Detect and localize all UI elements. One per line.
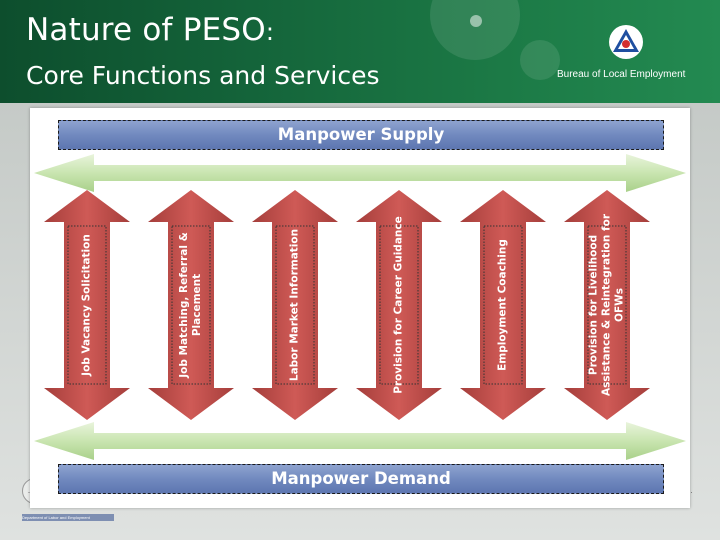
function-label: Employment Coaching [496,239,509,371]
header-banner: Nature of PESO: Core Functions and Servi… [0,0,720,103]
function-arrow: Job Vacancy Solicitation [44,190,130,420]
double-arrow-top [34,154,686,192]
page-title: Nature of PESO: [26,12,274,48]
function-label: Provision for Career Guidance [392,216,405,394]
function-arrow: Provision for Career Guidance [356,190,442,420]
diagram-panel: Manpower Supply Job Vacancy Solicitation… [30,108,690,508]
function-arrow: Provision for Livelihood Assistance & Re… [564,190,650,420]
decorative-glow [520,40,560,80]
decorative-glow [430,0,520,60]
function-label: Provision for Livelihood Assistance & Re… [587,214,626,396]
function-arrow: Labor Market Information [252,190,338,420]
manpower-demand-bar: Manpower Demand [58,464,664,494]
footer-org-bar: Department of Labor and Employment [22,514,114,521]
double-arrow-bottom [34,422,686,460]
function-arrow: Job Matching, Referral & Placement [148,190,234,420]
page-title-text: Nature of PESO [26,12,266,48]
bureau-label: Bureau of Local Employment [557,69,686,80]
function-label: Labor Market Information [288,228,301,382]
dole-logo-icon [609,25,643,59]
decorative-glow [470,15,482,27]
manpower-supply-bar: Manpower Supply [58,120,664,150]
function-arrow: Employment Coaching [460,190,546,420]
function-label: Job Vacancy Solicitation [80,234,93,376]
page-title-colon: : [265,18,275,46]
function-label: Job Matching, Referral & Placement [178,232,203,378]
page-subtitle: Core Functions and Services [26,61,380,90]
